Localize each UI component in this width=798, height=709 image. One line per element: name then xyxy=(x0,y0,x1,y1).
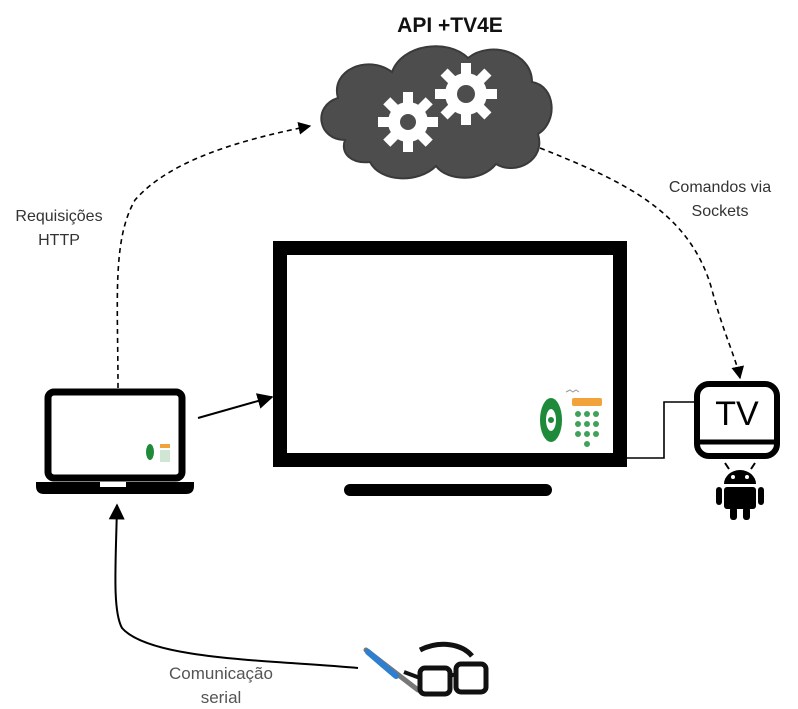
serial-label-line1: Comunicação xyxy=(169,664,273,683)
http-label-line1: Requisições xyxy=(15,208,103,225)
gear-icon xyxy=(435,63,497,125)
cloud-title: API +TV4E xyxy=(397,14,503,37)
sockets-arrow xyxy=(539,147,745,380)
http-label-line2: HTTP xyxy=(38,232,80,249)
sockets-label-line1: Comandos via xyxy=(668,179,772,196)
hdmi-cable xyxy=(626,401,700,459)
gear-icon xyxy=(378,92,438,152)
tv-box-icon xyxy=(694,381,780,459)
smart-glasses-icon xyxy=(363,641,489,697)
serial-label-line2: serial xyxy=(200,688,242,707)
sockets-label-line2: Sockets xyxy=(691,203,749,220)
laptop-to-tv-arrow xyxy=(197,393,274,419)
serial-label: Comunicação serial xyxy=(146,662,296,709)
cloud-icon xyxy=(320,45,553,180)
http-label: Requisições HTTP xyxy=(4,205,114,253)
sockets-label: Comandos via Sockets xyxy=(658,176,782,224)
android-icon xyxy=(716,462,764,520)
tv-monitor-icon xyxy=(273,241,627,496)
http-arrow xyxy=(116,121,312,389)
serial-arrow xyxy=(108,503,359,669)
laptop-icon xyxy=(36,388,194,494)
tv-box-label: TV xyxy=(715,395,759,433)
